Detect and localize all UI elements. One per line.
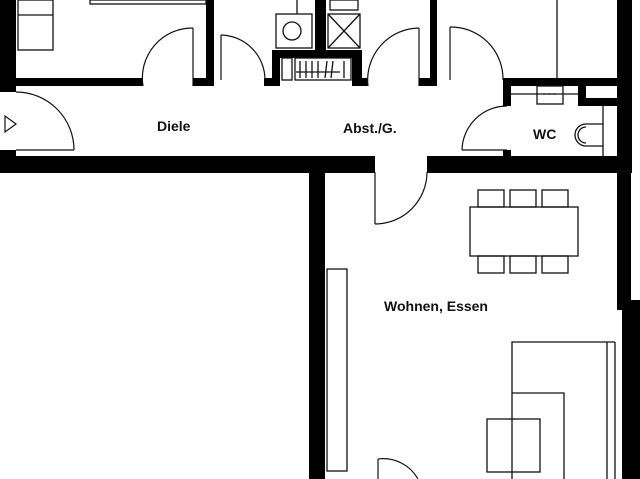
door-swings <box>15 26 508 479</box>
fixtures <box>17 0 616 479</box>
entrance-arrow-icon <box>4 114 18 134</box>
room-label-wohnen-essen: Wohnen, Essen <box>384 298 488 314</box>
room-label-abstellraum: Abst./G. <box>343 120 397 136</box>
room-label-diele: Diele <box>157 118 191 134</box>
room-label-wc: WC <box>533 126 557 142</box>
